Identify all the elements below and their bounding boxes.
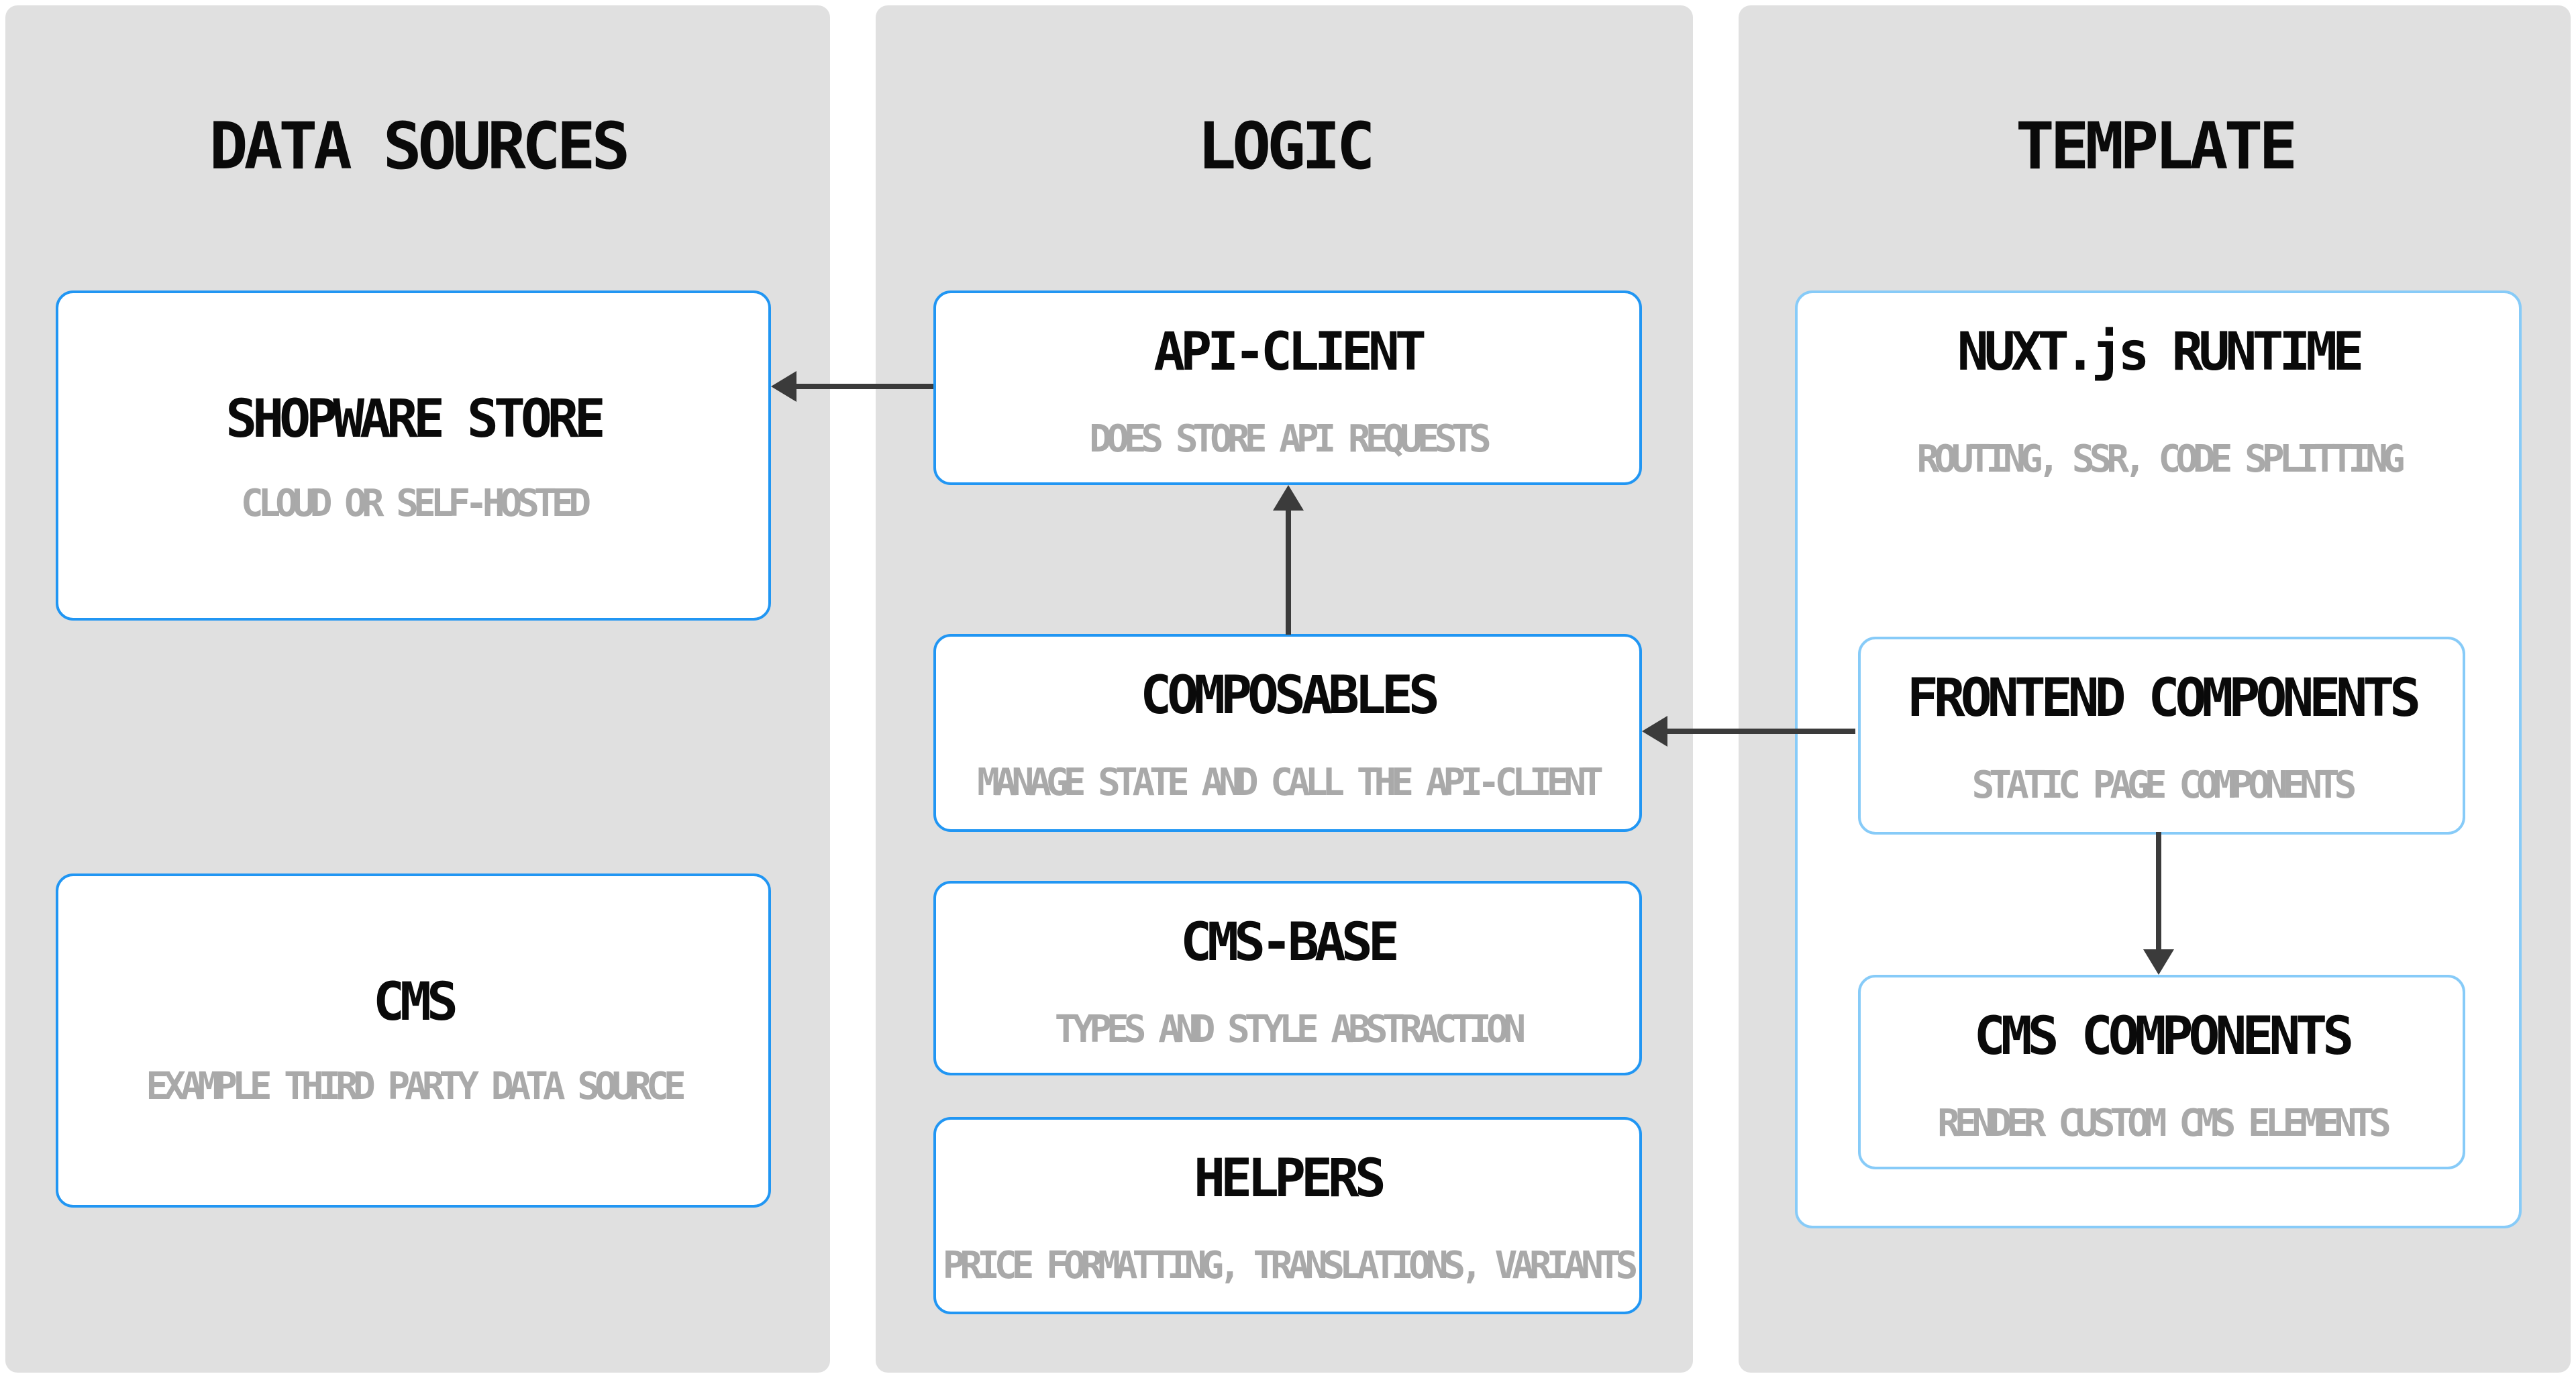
- box-subtitle-composables: MANAGE STATE AND CALL THE API-CLIENT: [977, 761, 1604, 804]
- column-logic: LOGIC API-CLIENT DOES STORE API REQUESTS…: [876, 5, 1693, 1373]
- column-data-sources: DATA SOURCES SHOPWARE STORE CLOUD OR SEL…: [5, 5, 830, 1373]
- arrow-head-up-icon: [1273, 485, 1304, 511]
- box-helpers: HELPERS PRICE FORMATTING, TRANSLATIONS, …: [933, 1117, 1642, 1314]
- box-title-frontend-components: FRONTEND COMPONENTS: [1906, 668, 2421, 729]
- arrow-head-down-icon: [2143, 949, 2174, 975]
- box-title-cms-components: CMS COMPONENTS: [1973, 1006, 2354, 1067]
- box-title-shopware-store: SHOPWARE STORE: [225, 389, 605, 449]
- column-template: TEMPLATE NUXT.js RUNTIME ROUTING, SSR, C…: [1739, 5, 2571, 1373]
- arrow-line: [2156, 832, 2161, 951]
- arrow-line: [1665, 729, 1855, 734]
- box-title-helpers: HELPERS: [1194, 1149, 1386, 1209]
- box-subtitle-nuxt-runtime: ROUTING, SSR, CODE SPLITTING: [1916, 437, 2405, 481]
- arrow-head-left-icon: [771, 371, 796, 402]
- box-shopware-store: SHOPWARE STORE CLOUD OR SELF-HOSTED: [56, 290, 771, 621]
- arrow-line: [795, 384, 933, 389]
- box-title-cms-base: CMS-BASE: [1180, 912, 1400, 973]
- box-api-client: API-CLIENT DOES STORE API REQUESTS: [933, 290, 1642, 485]
- box-title-nuxt-runtime: NUXT.js RUNTIME: [1957, 322, 2364, 382]
- box-subtitle-helpers: PRICE FORMATTING, TRANSLATIONS, VARIANTS: [942, 1244, 1639, 1287]
- box-title-api-client: API-CLIENT: [1153, 322, 1427, 382]
- box-subtitle-cms-components: RENDER CUSTOM CMS ELEMENTS: [1937, 1102, 2391, 1145]
- box-nuxt-runtime: NUXT.js RUNTIME ROUTING, SSR, CODE SPLIT…: [1795, 290, 2522, 1228]
- box-title-cms: CMS: [373, 972, 458, 1032]
- box-frontend-components: FRONTEND COMPONENTS STATIC PAGE COMPONEN…: [1858, 637, 2465, 835]
- arrow-line: [1286, 507, 1291, 635]
- box-subtitle-cms: EXAMPLE THIRD PARTY DATA SOURCE: [146, 1065, 686, 1108]
- column-title-logic: LOGIC: [1197, 109, 1376, 184]
- box-cms-base: CMS-BASE TYPES AND STYLE ABSTRACTION: [933, 881, 1642, 1075]
- box-subtitle-api-client: DOES STORE API REQUESTS: [1089, 417, 1491, 461]
- box-subtitle-cms-base: TYPES AND STYLE ABSTRACTION: [1054, 1008, 1526, 1051]
- box-subtitle-shopware-store: CLOUD OR SELF-HOSTED: [240, 482, 591, 525]
- box-composables: COMPOSABLES MANAGE STATE AND CALL THE AP…: [933, 634, 1642, 832]
- box-subtitle-frontend-components: STATIC PAGE COMPONENTS: [1971, 763, 2357, 807]
- box-cms: CMS EXAMPLE THIRD PARTY DATA SOURCE: [56, 873, 771, 1208]
- column-title-template: TEMPLATE: [2015, 109, 2298, 184]
- arrow-head-left-icon: [1642, 716, 1667, 747]
- box-title-composables: COMPOSABLES: [1140, 666, 1440, 726]
- column-title-data-sources: DATA SOURCES: [209, 109, 631, 184]
- box-cms-components: CMS COMPONENTS RENDER CUSTOM CMS ELEMENT…: [1858, 975, 2465, 1169]
